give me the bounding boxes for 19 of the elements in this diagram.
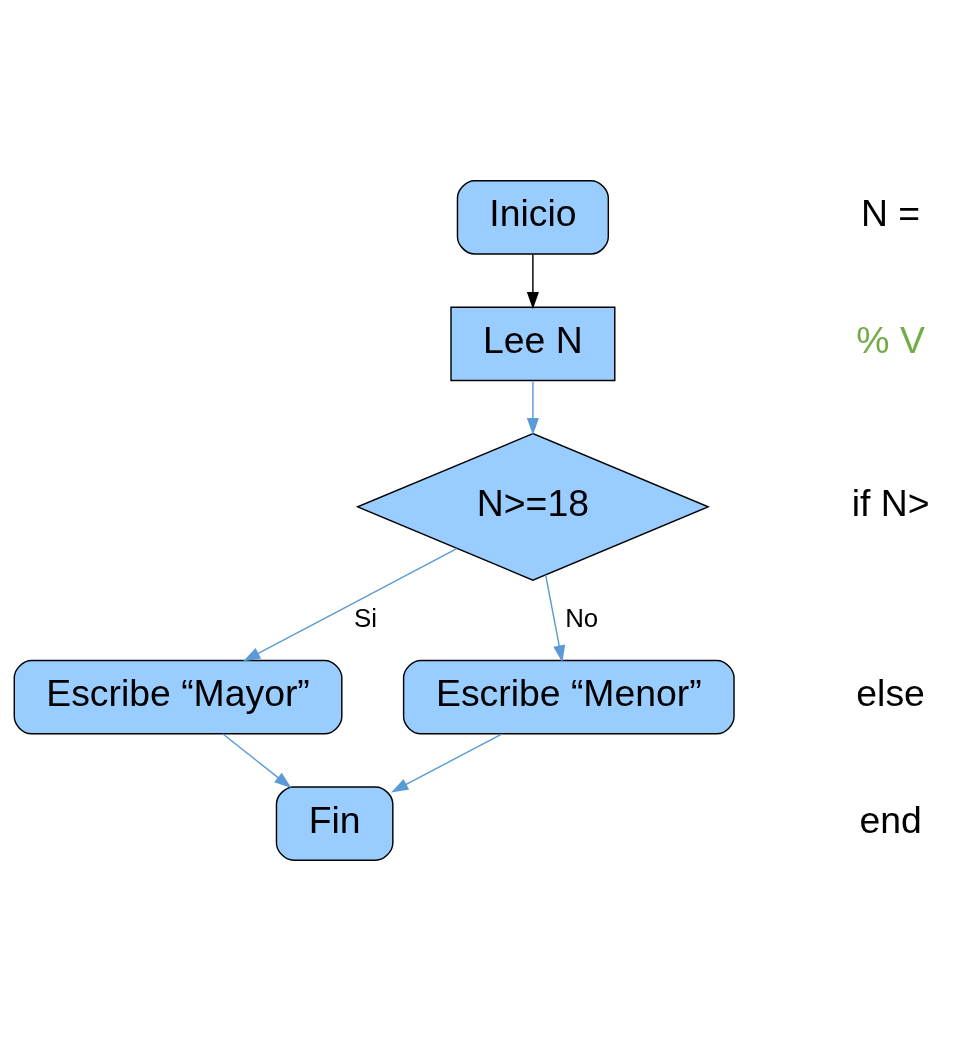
node-diamond: N>=18 <box>355 432 711 581</box>
label: end <box>859 798 922 841</box>
node-box: Inicio <box>456 179 610 255</box>
arrow <box>544 573 566 663</box>
node-box: Lee N <box>450 305 616 381</box>
arrow <box>526 379 539 435</box>
label: N = <box>861 191 921 234</box>
label: if N> <box>851 481 930 524</box>
arrow <box>391 732 503 792</box>
label: else <box>856 671 925 714</box>
arrow <box>243 547 458 661</box>
node-box: Escribe “Menor” <box>402 659 735 735</box>
edge-label: Si <box>354 603 378 632</box>
arrow <box>222 732 292 788</box>
edge-label: No <box>565 603 599 632</box>
node-box: Fin <box>275 785 394 861</box>
node-box: Escribe “Mayor” <box>13 659 343 735</box>
arrow <box>526 253 539 309</box>
label: % V <box>856 318 925 361</box>
